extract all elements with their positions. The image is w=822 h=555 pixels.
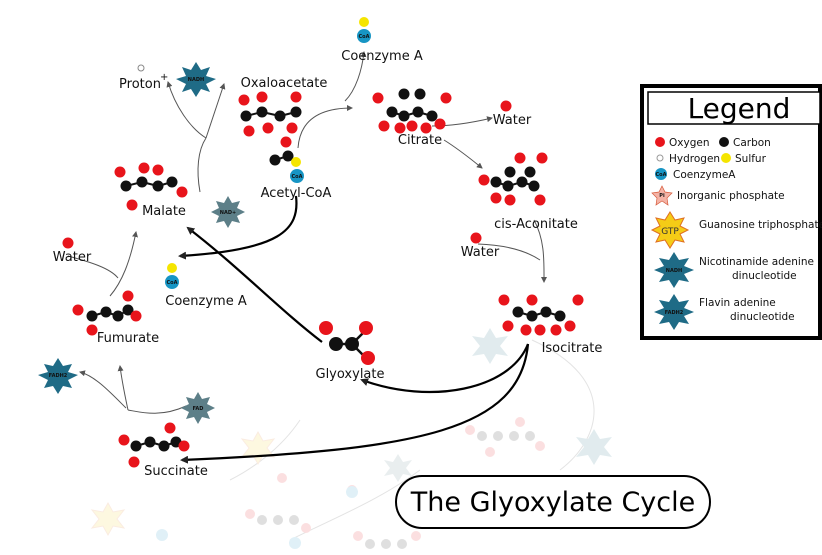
legend-fadh-line2: dinucleotide: [730, 311, 795, 323]
malate-molecule: [114, 162, 188, 211]
water-right-oxygen-icon: [470, 232, 482, 244]
label-coenzyme-a-top: Coenzyme A: [341, 49, 423, 64]
fadh2-badge: FADH2: [49, 373, 68, 379]
fadh2-star-icon: FADH2: [38, 358, 78, 394]
isocitrate-molecule: [498, 294, 584, 336]
oxaloacetate-molecule: [238, 91, 302, 137]
legend: Legend Oxygen Carbon Hydrogen Sulfur CoA…: [640, 84, 822, 340]
coenzymea-swatch-icon: [655, 168, 667, 180]
nadh-swatch-icon: [654, 252, 694, 288]
acetyl-coa-molecule: CoA: [269, 136, 304, 183]
legend-nadh-line1: Nicotinamide adenine: [699, 256, 814, 268]
gtp-swatch-icon: [650, 211, 690, 249]
label-water-right: Water: [461, 245, 500, 260]
proton-hydrogen-icon: [137, 64, 145, 72]
fadh-swatch-label: FADH2: [665, 310, 684, 316]
title-box: The Glyoxylate Cycle: [395, 475, 711, 529]
coa-swatch-label: CoA: [656, 172, 667, 178]
nadh-top-badge: NADH: [188, 77, 204, 83]
sulfur-swatch-icon: [721, 153, 731, 163]
water-top-oxygen-icon: [500, 100, 512, 112]
reaction-arrows: [67, 51, 548, 464]
label-proton-charge: +: [160, 72, 168, 83]
oxygen-swatch-icon: [655, 137, 665, 147]
acetyl-coa-badge: CoA: [292, 174, 303, 180]
hydrogen-swatch-icon: [656, 154, 664, 162]
coenzyme-a-top-molecule: CoA: [357, 17, 371, 43]
legend-fadh-line1: Flavin adenine: [699, 297, 776, 309]
pi-swatch-label: Pi: [659, 193, 665, 199]
coenzyme-a-mid-molecule: CoA: [165, 263, 179, 289]
label-proton: Proton: [119, 77, 161, 92]
citrate-molecule: [372, 88, 452, 134]
faded-background-cycle: [90, 328, 612, 549]
label-water-top: Water: [493, 113, 532, 128]
label-isocitrate: Isocitrate: [542, 341, 603, 356]
glyoxylate-molecule: [319, 321, 375, 365]
label-malate: Malate: [142, 204, 186, 219]
nad-badge: NAD+: [220, 210, 236, 216]
legend-coenzymea: CoenzymeA: [673, 169, 736, 181]
cis-aconitate-molecule: [478, 152, 548, 206]
pi-swatch-icon: [651, 185, 673, 206]
nadh-star-icon: NADH: [176, 62, 216, 97]
label-glyoxylate: Glyoxylate: [316, 367, 385, 382]
legend-carbon: Carbon: [733, 137, 771, 149]
legend-oxygen: Oxygen: [669, 137, 709, 149]
succinate-molecule: [118, 422, 190, 468]
label-fumurate: Fumurate: [97, 331, 159, 346]
label-water-left: Water: [53, 250, 92, 265]
legend-nadh-line2: dinucleotide: [732, 270, 797, 282]
legend-pi: Inorganic phosphate: [677, 190, 785, 202]
fumurate-molecule: [72, 290, 142, 336]
label-acetyl-coa: Acetyl-CoA: [261, 186, 332, 201]
legend-hydrogen: Hydrogen: [669, 153, 720, 165]
water-left-oxygen-icon: [62, 237, 74, 249]
nadh-swatch-label: NADH: [666, 268, 682, 274]
fad-star-icon: FAD: [181, 392, 215, 424]
label-oxaloacetate: Oxaloacetate: [241, 76, 328, 91]
label-coenzyme-a-mid: Coenzyme A: [165, 294, 247, 309]
carbon-swatch-icon: [719, 137, 729, 147]
fad-badge: FAD: [193, 406, 204, 412]
legend-sulfur: Sulfur: [735, 153, 767, 165]
legend-heading: Legend: [688, 92, 791, 125]
fadh-swatch-icon: [654, 294, 694, 330]
gtp-swatch-label: GTP: [661, 227, 679, 237]
legend-gtp: Guanosine triphosphate: [699, 219, 822, 231]
coa-top-badge: CoA: [359, 34, 370, 40]
compound-labels: Coenzyme A Proton + Oxaloacetate Citrate…: [53, 49, 603, 479]
nad-plus-star-icon: NAD+: [211, 196, 245, 228]
label-citrate: Citrate: [398, 133, 442, 148]
coa-mid-badge: CoA: [167, 280, 178, 286]
label-cis-aconitate: cis-Aconitate: [494, 217, 578, 232]
label-succinate: Succinate: [144, 464, 208, 479]
diagram-title: The Glyoxylate Cycle: [410, 487, 695, 518]
